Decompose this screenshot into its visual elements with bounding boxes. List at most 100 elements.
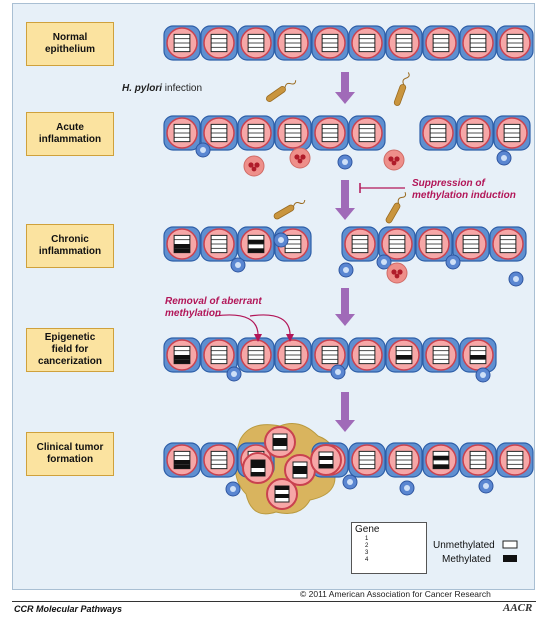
methylated-segment — [275, 486, 289, 490]
neutrophil — [289, 147, 311, 169]
methylated-segment — [174, 460, 190, 465]
bacterium-flagellum — [284, 80, 297, 88]
arrow-shaft — [341, 288, 349, 316]
neutrophil-lobe — [397, 269, 403, 275]
epithelial-cell — [274, 115, 312, 151]
epithelial-cell — [237, 337, 275, 373]
arrow-shaft — [341, 180, 349, 210]
epithelial-cell — [496, 442, 534, 478]
stage-label-epigenetic-field: Epigenetic field for cancerization — [26, 328, 114, 372]
immune-cell-nucleus — [231, 371, 237, 377]
stage-arrow — [335, 180, 355, 220]
methylated-segment — [275, 494, 289, 498]
removal-annotation: Removal of aberrant methylation — [165, 296, 262, 319]
methylated-segment — [251, 460, 265, 464]
legend-gene-number-2: 2 — [365, 543, 369, 549]
neutrophil-lobe — [391, 160, 397, 166]
epithelial-cell — [163, 115, 201, 151]
immune-cell-nucleus — [513, 276, 519, 282]
tumor-cell — [242, 452, 274, 484]
stage-label-chronic-inflammation: Chronic inflammation — [26, 224, 114, 268]
methylated-segment — [248, 239, 264, 244]
epithelial-cell — [422, 25, 460, 61]
epithelial-cell — [311, 25, 349, 61]
copyright-notice: © 2011 American Association for Cancer R… — [300, 589, 491, 599]
neutrophil-lobe — [388, 156, 394, 162]
immune-cell-nucleus — [335, 369, 341, 375]
epithelial-cell — [200, 226, 238, 262]
bacterium-body — [385, 202, 401, 224]
epithelial-cell — [348, 337, 386, 373]
epithelial-cell — [493, 115, 531, 151]
legend-methylated-swatch — [503, 555, 517, 562]
immune-cell-nucleus — [483, 483, 489, 489]
methylated-segment — [174, 248, 190, 253]
epithelial-cell — [200, 25, 238, 61]
legend-box — [351, 522, 427, 574]
methylated-segment — [470, 355, 486, 360]
epithelial-cell — [385, 25, 423, 61]
removal-arrow — [214, 314, 259, 339]
immune-cell-nucleus — [200, 147, 206, 153]
methylated-segment — [174, 355, 190, 360]
immune-cell-nucleus — [343, 267, 349, 273]
immune-cell-nucleus — [342, 159, 348, 165]
immune-cell — [376, 254, 392, 270]
epithelial-cell — [200, 115, 238, 151]
arrow-head — [335, 420, 355, 432]
immune-cell-nucleus — [230, 486, 236, 492]
epithelial-cell — [459, 337, 497, 373]
immune-cell — [496, 150, 512, 166]
cell-row-acute — [163, 115, 531, 151]
neutrophil — [386, 262, 408, 284]
epithelial-cell — [452, 226, 490, 262]
epithelial-cell — [378, 226, 416, 262]
neutrophil-lobe — [300, 154, 306, 160]
epithelial-cell — [419, 115, 457, 151]
legend-gene-label: Gene — [355, 524, 380, 535]
removal-arrow — [249, 314, 291, 339]
epithelial-cell — [237, 25, 275, 61]
epithelial-cell — [311, 337, 349, 373]
epithelial-cell — [341, 226, 379, 262]
immune-cell-nucleus — [480, 372, 486, 378]
immune-cell-nucleus — [381, 259, 387, 265]
cell-row-tumor — [163, 442, 534, 478]
methylated-segment — [319, 456, 333, 460]
epithelial-cell — [163, 337, 201, 373]
journal-name: CCR Molecular Pathways — [14, 604, 123, 614]
methylated-segment — [433, 455, 449, 460]
neutrophil — [383, 149, 405, 171]
stage-label-clinical-tumor: Clinical tumor formation — [26, 432, 114, 476]
bacterium-flagellum — [402, 72, 410, 85]
neutrophil-lobe — [394, 156, 400, 162]
methylated-segment — [293, 466, 307, 470]
neutrophil — [243, 155, 265, 177]
h-pylori-bacterium — [393, 72, 410, 106]
immune-cell — [226, 366, 242, 382]
epithelial-cell — [237, 115, 275, 151]
methylated-segment — [273, 438, 287, 442]
epithelial-cell — [274, 25, 312, 61]
aacr-logo: AACR — [503, 602, 533, 614]
tumor-cell — [266, 478, 298, 510]
methylated-segment — [273, 442, 287, 446]
legend-gene-number-3: 3 — [365, 550, 369, 556]
epithelial-cell — [385, 442, 423, 478]
epithelial-cell — [163, 25, 201, 61]
epithelial-cell — [459, 25, 497, 61]
methylated-segment — [396, 355, 412, 360]
neutrophil-body — [383, 149, 405, 171]
immune-cell — [330, 364, 346, 380]
immune-cell-nucleus — [450, 259, 456, 265]
immune-cell — [508, 271, 524, 287]
immune-cell-nucleus — [501, 155, 507, 161]
immune-cell — [337, 154, 353, 170]
arrow-head — [335, 314, 355, 326]
epithelial-cell — [348, 115, 386, 151]
bacterium-body — [273, 204, 295, 220]
immune-cell — [273, 232, 289, 248]
infection-annotation: H. pylori infection — [122, 83, 202, 95]
neutrophil-lobe — [251, 166, 257, 172]
